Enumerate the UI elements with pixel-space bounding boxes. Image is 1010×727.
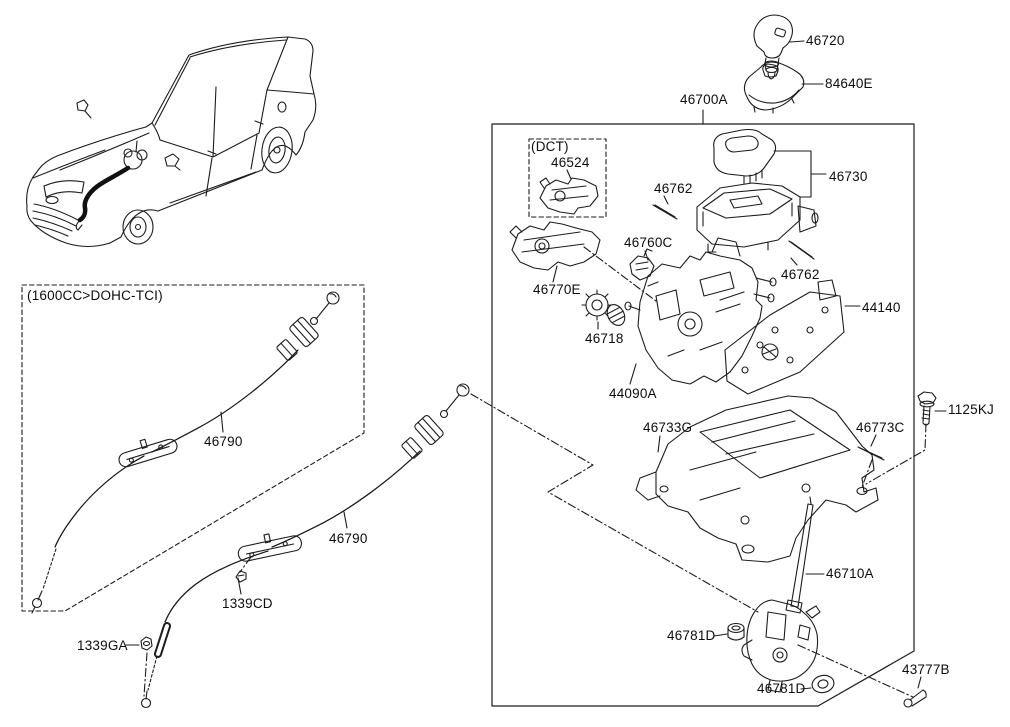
part-label-1125kj: 1125KJ	[948, 402, 994, 417]
lever-mounting-bracket	[635, 395, 879, 563]
adjust-nut	[140, 636, 153, 651]
shift-cable-variant	[31, 291, 340, 614]
part-label-84640e: 84640E	[825, 76, 873, 91]
front-wheel	[122, 209, 154, 245]
part-label-43777b: 43777B	[902, 662, 950, 677]
transmission-side-plate	[724, 279, 845, 395]
part-label-46770e: 46770E	[533, 282, 581, 297]
highlighted-cable-location	[75, 140, 148, 231]
shift-lever-indicator-base	[696, 182, 819, 253]
part-label-1339cd: 1339CD	[222, 596, 273, 611]
damper-bracket	[509, 221, 601, 271]
side-mirror-right	[164, 153, 181, 171]
shift-lever-main-body	[624, 237, 777, 385]
part-label-46720: 46720	[806, 33, 845, 48]
part-label-46730: 46730	[829, 169, 868, 184]
part-label-46762-right: 46762	[781, 267, 820, 282]
shift-knob	[753, 14, 794, 80]
lever-bushing-set	[581, 289, 626, 326]
part-label-46781d-left: 46781D	[667, 628, 716, 643]
cable-clip	[629, 248, 655, 281]
engine-variant-dashed-box	[21, 284, 365, 612]
part-label-46790-left: 46790	[204, 434, 243, 449]
part-label-46773c: 46773C	[856, 420, 905, 435]
mounting-bolt	[917, 391, 937, 426]
part-label-46762-upper: 46762	[654, 181, 693, 196]
dct-lever-bracket	[539, 177, 599, 215]
rear-wheel	[261, 126, 293, 174]
assembly-phantom-lines	[143, 246, 927, 698]
hyundai-logo	[45, 195, 59, 205]
shift-cable	[140, 383, 470, 709]
variant-note-engine: (1600CC>DOHC-TCI)	[27, 288, 163, 303]
cotter-pin	[903, 689, 927, 708]
main-assembly-outline-box	[491, 123, 915, 707]
part-label-46710a: 46710A	[826, 566, 874, 581]
part-label-46524: 46524	[551, 155, 590, 170]
shift-lever-rod-assembly	[741, 496, 821, 693]
variant-note-dct: (DCT)	[531, 139, 569, 154]
part-label-46781d-bottom: 46781D	[757, 681, 806, 696]
part-label-46718: 46718	[585, 331, 624, 346]
cable-mount-plate	[118, 438, 178, 468]
cable-retainer-clip	[235, 570, 247, 583]
cable-mount-plate	[237, 533, 303, 562]
callout-leader-lines	[125, 40, 947, 690]
part-label-1339ga: 1339GA	[77, 638, 128, 653]
part-label-46700a: 46700A	[680, 92, 728, 107]
guide-pin-upper	[652, 204, 678, 220]
lever-grommet-ring	[811, 674, 835, 694]
side-mirror-left	[76, 99, 92, 119]
part-label-44140: 44140	[862, 300, 901, 315]
car-illustration	[26, 36, 317, 248]
lever-bushing	[727, 622, 745, 641]
shift-lever-boot	[743, 61, 805, 114]
callout-labels: 46720 84640E 46700A 46730 46762 (DCT) 46…	[27, 33, 994, 696]
dct-variant-dashed-box	[528, 138, 607, 218]
part-label-44090a: 44090A	[609, 386, 657, 401]
part-label-46790-right: 46790	[329, 531, 368, 546]
shift-lock-unit	[713, 128, 777, 185]
part-label-46733g: 46733G	[643, 420, 692, 435]
guide-pin-right	[788, 240, 815, 260]
part-label-46760c: 46760C	[624, 235, 673, 250]
